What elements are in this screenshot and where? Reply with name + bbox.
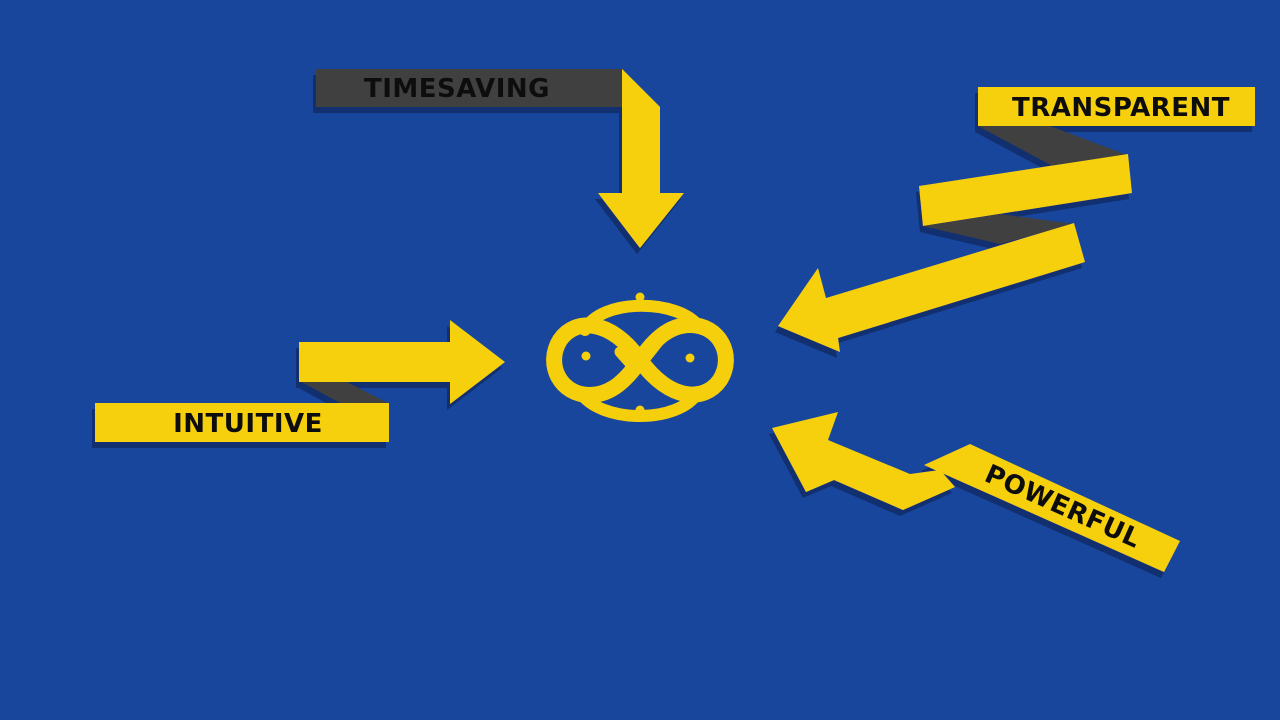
ribbon-transparent-segment-1 bbox=[919, 154, 1132, 226]
ribbon-powerful-label: POWERFUL bbox=[980, 459, 1145, 554]
ribbon-powerful: POWERFUL bbox=[772, 412, 1180, 572]
arrow-down-icon bbox=[598, 69, 684, 248]
ribbon-transparent-label: TRANSPARENT bbox=[1012, 93, 1230, 123]
ribbon-timesaving-fold bbox=[316, 69, 660, 107]
ribbon-timesaving-label: TIMESAVING bbox=[364, 74, 550, 104]
ribbon-transparent-fold-1 bbox=[978, 126, 1130, 170]
arrow-left-icon bbox=[778, 223, 1085, 352]
ribbon-transparent: TRANSPARENT bbox=[778, 87, 1255, 352]
ribbon-intuitive-band bbox=[95, 403, 389, 442]
ribbon-transparent-band bbox=[978, 87, 1255, 126]
ribbon-intuitive-label: INTUITIVE bbox=[173, 409, 323, 439]
arrow-right-icon bbox=[299, 320, 505, 404]
infinity-clock-check-icon bbox=[546, 292, 734, 422]
arrow-up-left-icon bbox=[772, 412, 955, 510]
ribbon-powerful-band bbox=[924, 444, 1180, 572]
ribbon-transparent-fold-2 bbox=[923, 214, 1074, 244]
ribbon-timesaving: TIMESAVING bbox=[316, 69, 684, 248]
ribbon-intuitive: INTUITIVE bbox=[95, 320, 505, 442]
ribbon-intuitive-fold bbox=[300, 381, 388, 403]
